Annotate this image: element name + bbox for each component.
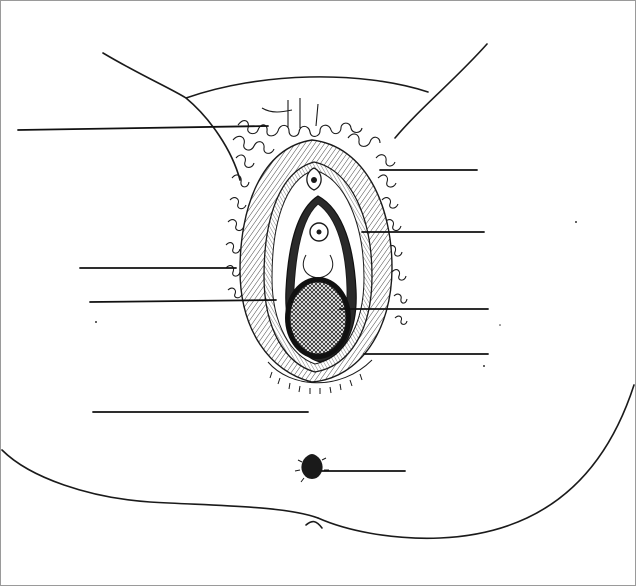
right-thigh-line [395, 44, 487, 138]
left-thigh-line [103, 53, 240, 180]
gluteal-cleft [306, 522, 322, 528]
leader-line-1 [18, 126, 268, 130]
clitoris [307, 168, 321, 190]
left-buttock-line [2, 450, 318, 518]
abdomen-curve [186, 77, 428, 98]
right-buttock-line [318, 385, 634, 538]
anus [295, 455, 329, 483]
vaginal-opening [285, 277, 351, 359]
